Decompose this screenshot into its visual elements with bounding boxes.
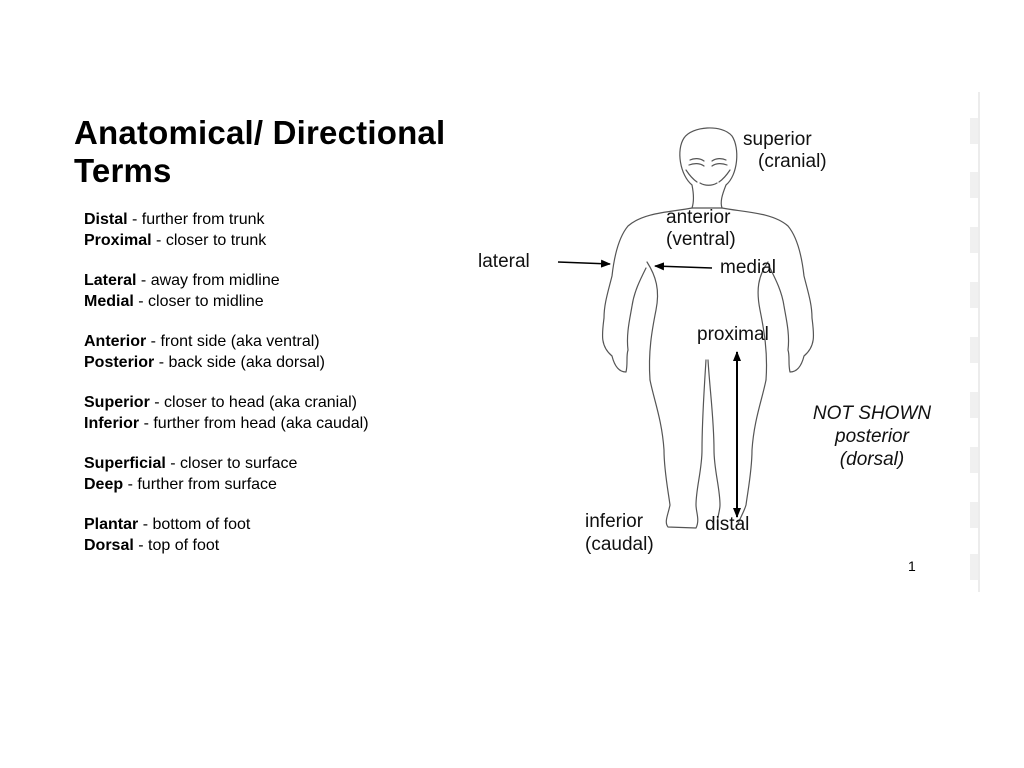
label-anterior: anterior — [666, 207, 731, 228]
term-definition: - top of foot — [133, 536, 220, 554]
slide-edge-strip — [970, 92, 980, 592]
term-name: Dorsal — [84, 536, 134, 554]
term-definition: - front side (aka ventral) — [146, 333, 320, 350]
label-proximal: proximal — [697, 324, 769, 345]
label-superior: superior — [743, 129, 812, 150]
term-name: Superficial — [84, 455, 166, 472]
label-ventral: (ventral) — [666, 229, 736, 250]
term-item: Plantar - bottom of foot — [84, 515, 369, 536]
term-definition: - further from trunk — [127, 211, 265, 228]
term-item: Posterior - back side (aka dorsal) — [84, 353, 369, 374]
body-outline — [601, 127, 815, 529]
title-line-2: Terms — [74, 152, 172, 189]
term-name: Anterior — [84, 333, 147, 350]
term-name: Lateral — [84, 272, 137, 289]
term-item: Deep - further from surface — [84, 475, 369, 496]
term-group-lateral-medial: Lateral - away from midline Medial - clo… — [84, 271, 369, 312]
term-group-anterior-posterior: Anterior - front side (aka ventral) Post… — [84, 332, 369, 373]
term-name: Superior — [84, 394, 150, 411]
label-cranial: (cranial) — [758, 151, 827, 172]
label-dorsal: (dorsal) — [839, 449, 905, 470]
term-name: Deep — [84, 475, 124, 493]
term-definition: - back side (aka dorsal) — [154, 353, 325, 371]
term-list: Distal - further from trunk Proximal - c… — [84, 210, 369, 576]
term-name: Inferior — [84, 414, 140, 432]
lateral-arrow-icon — [557, 259, 611, 268]
term-definition: - closer to surface — [165, 455, 298, 472]
term-item: Lateral - away from midline — [84, 271, 369, 292]
term-definition: - further from surface — [123, 475, 277, 493]
term-item: Proximal - closer to trunk — [84, 231, 369, 252]
label-inferior: inferior — [585, 511, 644, 532]
term-name: Plantar — [84, 516, 139, 533]
term-item: Superior - closer to head (aka cranial) — [84, 393, 369, 414]
term-name: Proximal — [84, 231, 152, 249]
term-definition: - closer to head (aka cranial) — [149, 394, 357, 411]
medial-arrow-icon — [654, 262, 713, 271]
page-number: 1 — [908, 558, 916, 574]
term-group-distal-proximal: Distal - further from trunk Proximal - c… — [84, 210, 369, 251]
label-posterior: posterior — [835, 426, 909, 447]
term-item: Distal - further from trunk — [84, 210, 369, 231]
label-medial: medial — [720, 257, 776, 278]
term-item: Anterior - front side (aka ventral) — [84, 332, 369, 353]
term-definition: - further from head (aka caudal) — [139, 414, 369, 432]
term-name: Posterior — [84, 353, 155, 371]
title-line-1: Anatomical/ Directional — [74, 114, 446, 151]
term-item: Dorsal - top of foot — [84, 536, 369, 557]
label-lateral: lateral — [478, 251, 530, 272]
label-distal: distal — [705, 514, 750, 535]
slide-title: Anatomical/ Directional Terms — [74, 114, 445, 190]
term-definition: - closer to midline — [133, 292, 264, 310]
term-group-superficial-deep: Superficial - closer to surface Deep - f… — [84, 454, 369, 495]
term-group-superior-inferior: Superior - closer to head (aka cranial) … — [84, 393, 369, 434]
term-definition: - closer to trunk — [151, 231, 267, 249]
term-name: Distal — [84, 211, 128, 228]
term-item: Inferior - further from head (aka caudal… — [84, 414, 369, 435]
label-not-shown: NOT SHOWN — [812, 403, 932, 424]
term-definition: - away from midline — [136, 272, 280, 289]
label-caudal: (caudal) — [585, 534, 654, 555]
term-name: Medial — [84, 292, 134, 310]
term-item: Superficial - closer to surface — [84, 454, 369, 475]
term-item: Medial - closer to midline — [84, 292, 369, 313]
term-group-plantar-dorsal: Plantar - bottom of foot Dorsal - top of… — [84, 515, 369, 556]
term-definition: - bottom of foot — [138, 516, 251, 533]
